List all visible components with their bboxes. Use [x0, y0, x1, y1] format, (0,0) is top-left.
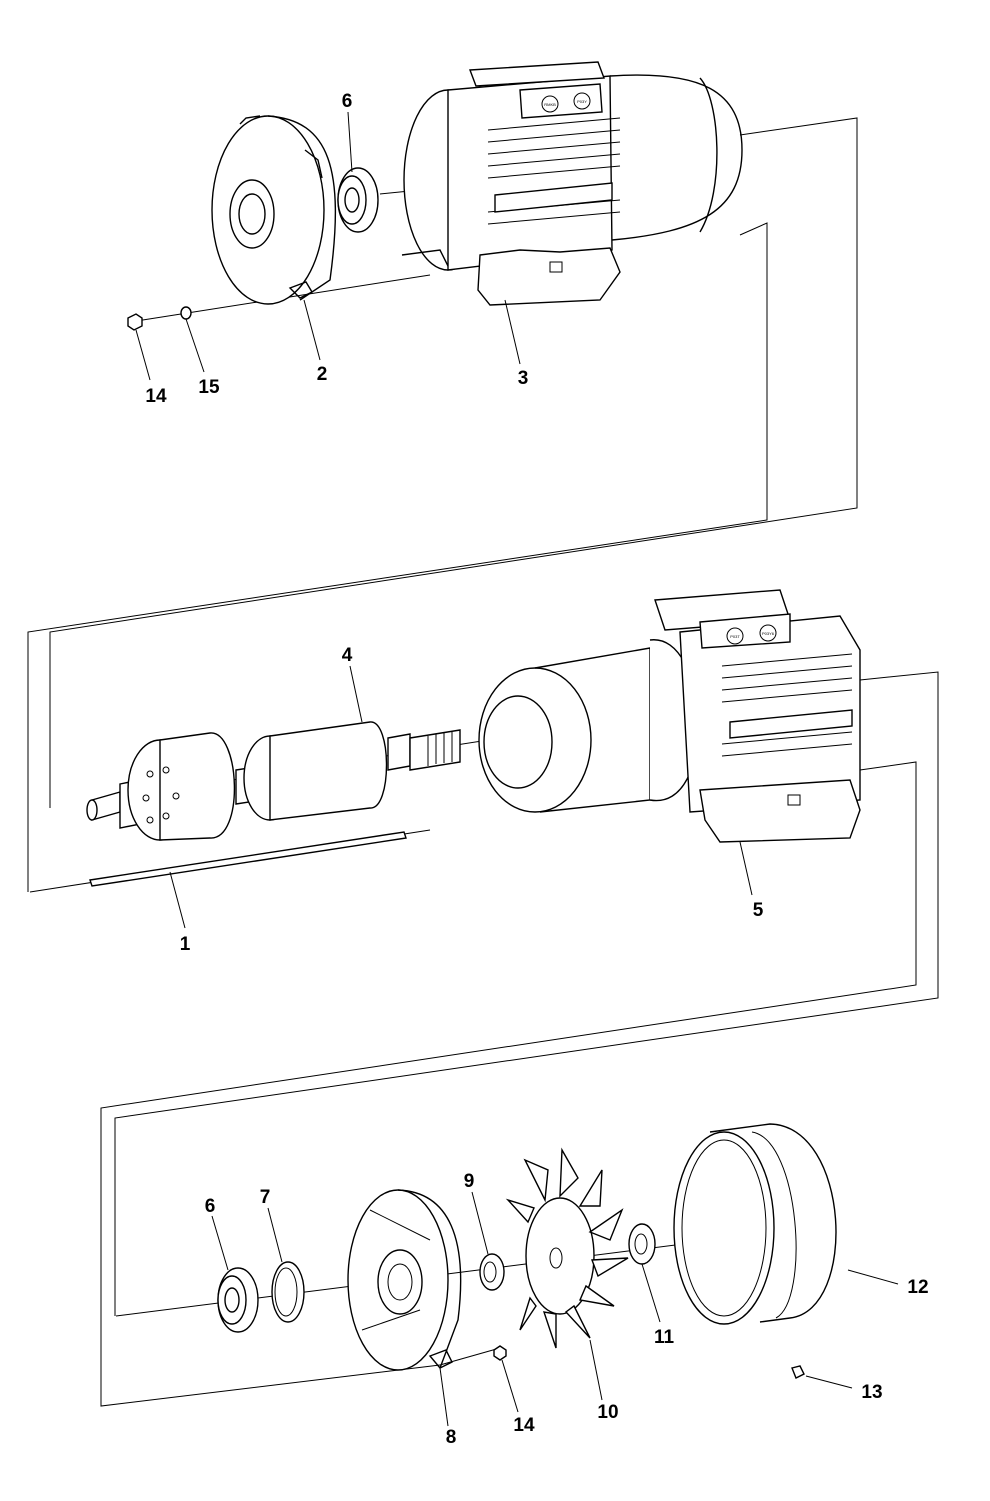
callout-11: 11 — [654, 1327, 675, 1348]
part-1-rod — [89, 831, 407, 887]
callout-14-bottom: 14 — [513, 1415, 535, 1436]
nameplate-mid-right: P03Y6 — [762, 631, 775, 636]
leaders-mid — [169, 665, 753, 929]
part-8-end-shield — [347, 1189, 462, 1371]
callout-4: 4 — [342, 645, 353, 666]
terminal-box-markings: RMKB P03Y P03T P03Y6 — [544, 99, 775, 639]
leaders-top — [135, 111, 521, 381]
bracket-top-inner — [27, 222, 768, 892]
part-12-fan-cover — [673, 1123, 837, 1325]
callout-2: 2 — [317, 364, 328, 385]
part-3-motor-frame — [401, 61, 743, 306]
bracket-mid-inner — [100, 761, 917, 1407]
part-4-rotor — [86, 721, 461, 841]
leaders-bottom — [211, 1191, 899, 1427]
part-9-seal — [479, 1253, 505, 1291]
bracket-top-outer — [49, 117, 858, 808]
bracket-bottom-return — [439, 1347, 501, 1366]
callout-6-top: 6 — [342, 91, 353, 112]
part-11-washer — [628, 1223, 656, 1265]
connector-lines — [27, 117, 939, 1407]
bracket-mid-outer — [114, 671, 939, 1316]
shaft-splines — [427, 732, 453, 766]
callout-8: 8 — [446, 1427, 457, 1448]
cooling-fins-mid — [721, 653, 853, 757]
callout-labels: 6 2 3 14 15 4 5 1 6 7 9 11 12 13 10 8 14 — [145, 91, 928, 1448]
callout-9: 9 — [464, 1171, 475, 1192]
callout-1: 1 — [180, 934, 191, 955]
part-5-stator-housing — [478, 589, 861, 843]
callout-13: 13 — [861, 1382, 882, 1403]
part-15-washer — [180, 306, 192, 320]
part-7-ring — [271, 1261, 305, 1323]
callout-10: 10 — [597, 1402, 618, 1423]
part-6-bearing-bottom — [217, 1267, 259, 1333]
part-14-nut-bottom — [493, 1345, 507, 1361]
part-14-nut-top — [127, 313, 143, 331]
nameplate-mid-left: P03T — [730, 634, 740, 639]
callout-14-top: 14 — [145, 386, 167, 407]
part-13-screw — [791, 1365, 805, 1379]
fan-blades — [505, 1147, 629, 1349]
callout-7: 7 — [260, 1187, 271, 1208]
part-2-end-shield — [211, 115, 337, 305]
nameplate-top-right: P03Y — [577, 99, 587, 104]
callout-15: 15 — [198, 377, 220, 398]
callout-3: 3 — [518, 368, 529, 389]
part-6-bearing-top — [337, 167, 379, 233]
nameplate-top-left: RMKB — [544, 102, 556, 107]
part-10-fan — [505, 1147, 629, 1349]
callout-5: 5 — [753, 900, 764, 921]
callout-6-bottom: 6 — [205, 1196, 216, 1217]
callout-12: 12 — [907, 1277, 928, 1298]
